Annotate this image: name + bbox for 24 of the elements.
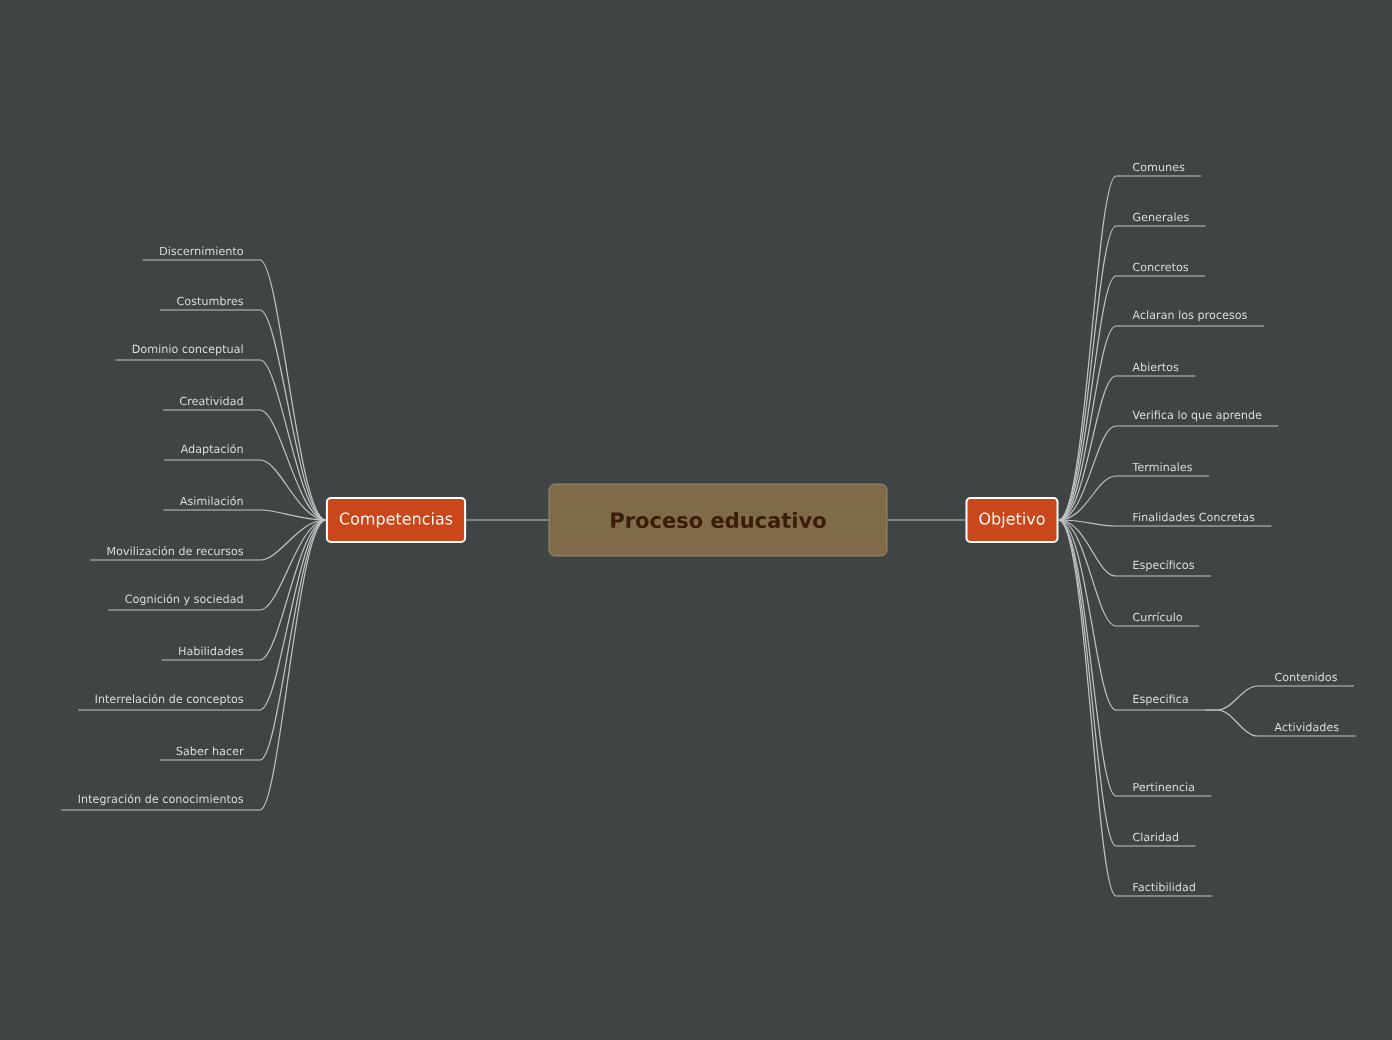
topic-box: Competencias <box>325 497 467 543</box>
branch-line <box>1057 425 1117 521</box>
branch-line <box>259 519 327 761</box>
branch-line <box>1204 709 1259 737</box>
branch-line <box>1057 519 1117 711</box>
branch-line <box>259 359 327 521</box>
branch-line <box>1057 519 1117 797</box>
branch-line <box>259 309 327 521</box>
branch-line <box>259 519 327 811</box>
branch-line <box>886 519 967 521</box>
branch-line <box>259 509 327 521</box>
branch-line <box>259 409 327 521</box>
central-topic-box: Proceso educativo <box>548 483 888 557</box>
branch-line <box>1057 519 1117 527</box>
branch-line <box>1057 519 1117 627</box>
branch-line <box>1057 375 1117 521</box>
branch-line <box>259 519 327 661</box>
branch-line <box>259 519 327 711</box>
topic-box: Objetivo <box>965 497 1059 543</box>
branch-line <box>259 519 327 611</box>
branch-line <box>1057 519 1117 577</box>
branch-line <box>1057 275 1117 521</box>
branch-line <box>465 519 550 521</box>
branch-line <box>1057 325 1117 521</box>
